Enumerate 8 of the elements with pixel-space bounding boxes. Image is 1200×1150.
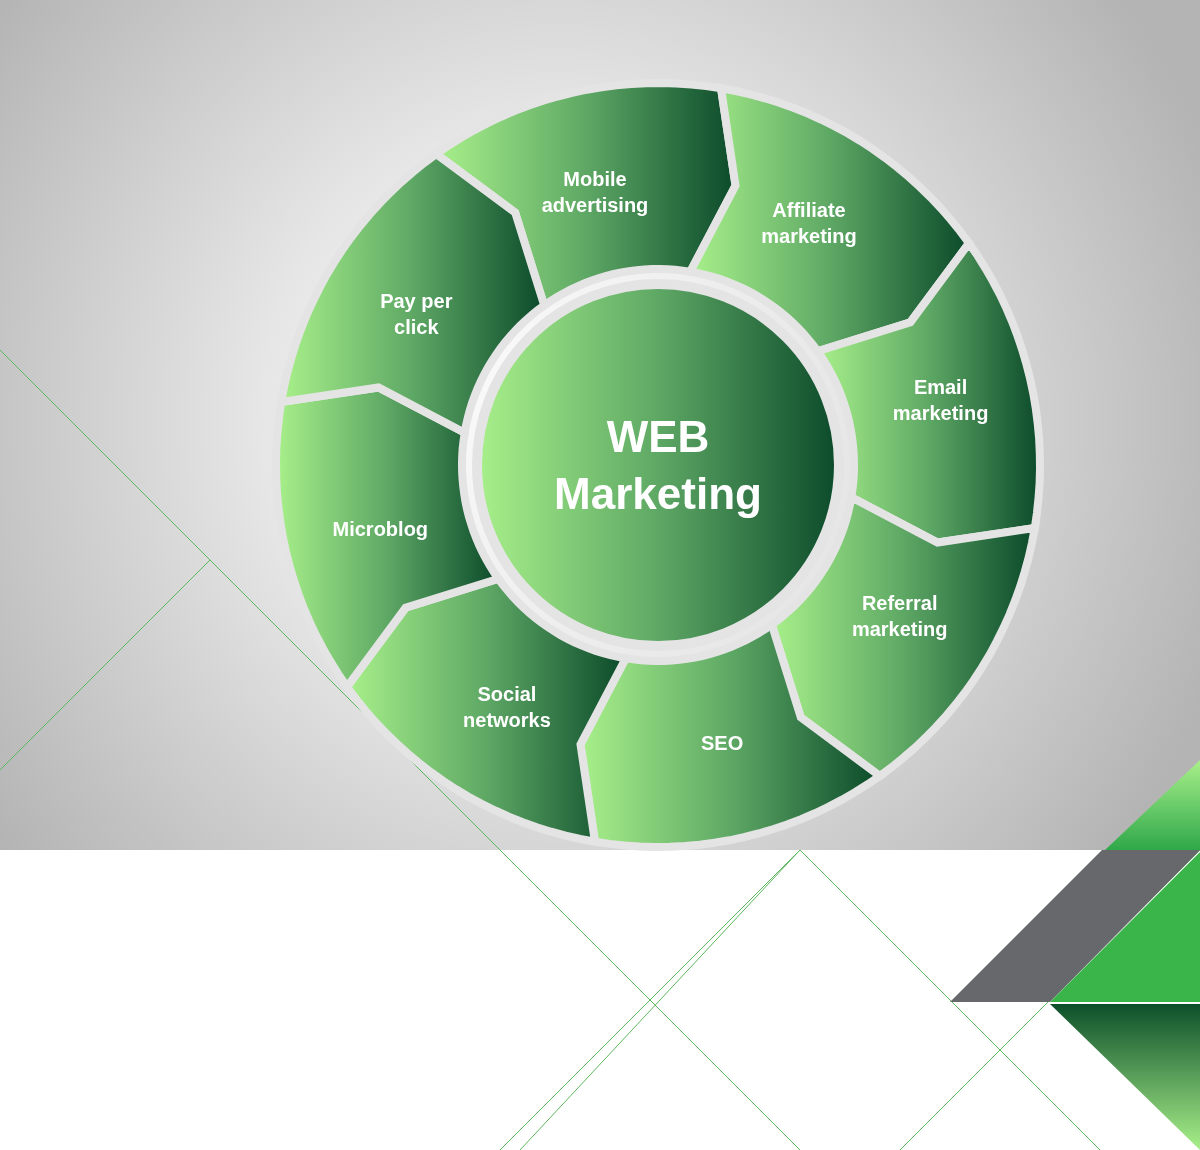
segment-label: Referral marketing (829, 590, 970, 642)
segment-label: Affiliate marketing (744, 197, 874, 250)
segment-label: Mobile advertising (525, 166, 665, 219)
segment-label: SEO (672, 729, 773, 756)
segment-label: Social networks (446, 680, 567, 733)
segment-label: Email marketing (870, 373, 1011, 426)
segment-label: Microblog (310, 516, 451, 543)
segment-label: Pay per click (366, 287, 467, 340)
